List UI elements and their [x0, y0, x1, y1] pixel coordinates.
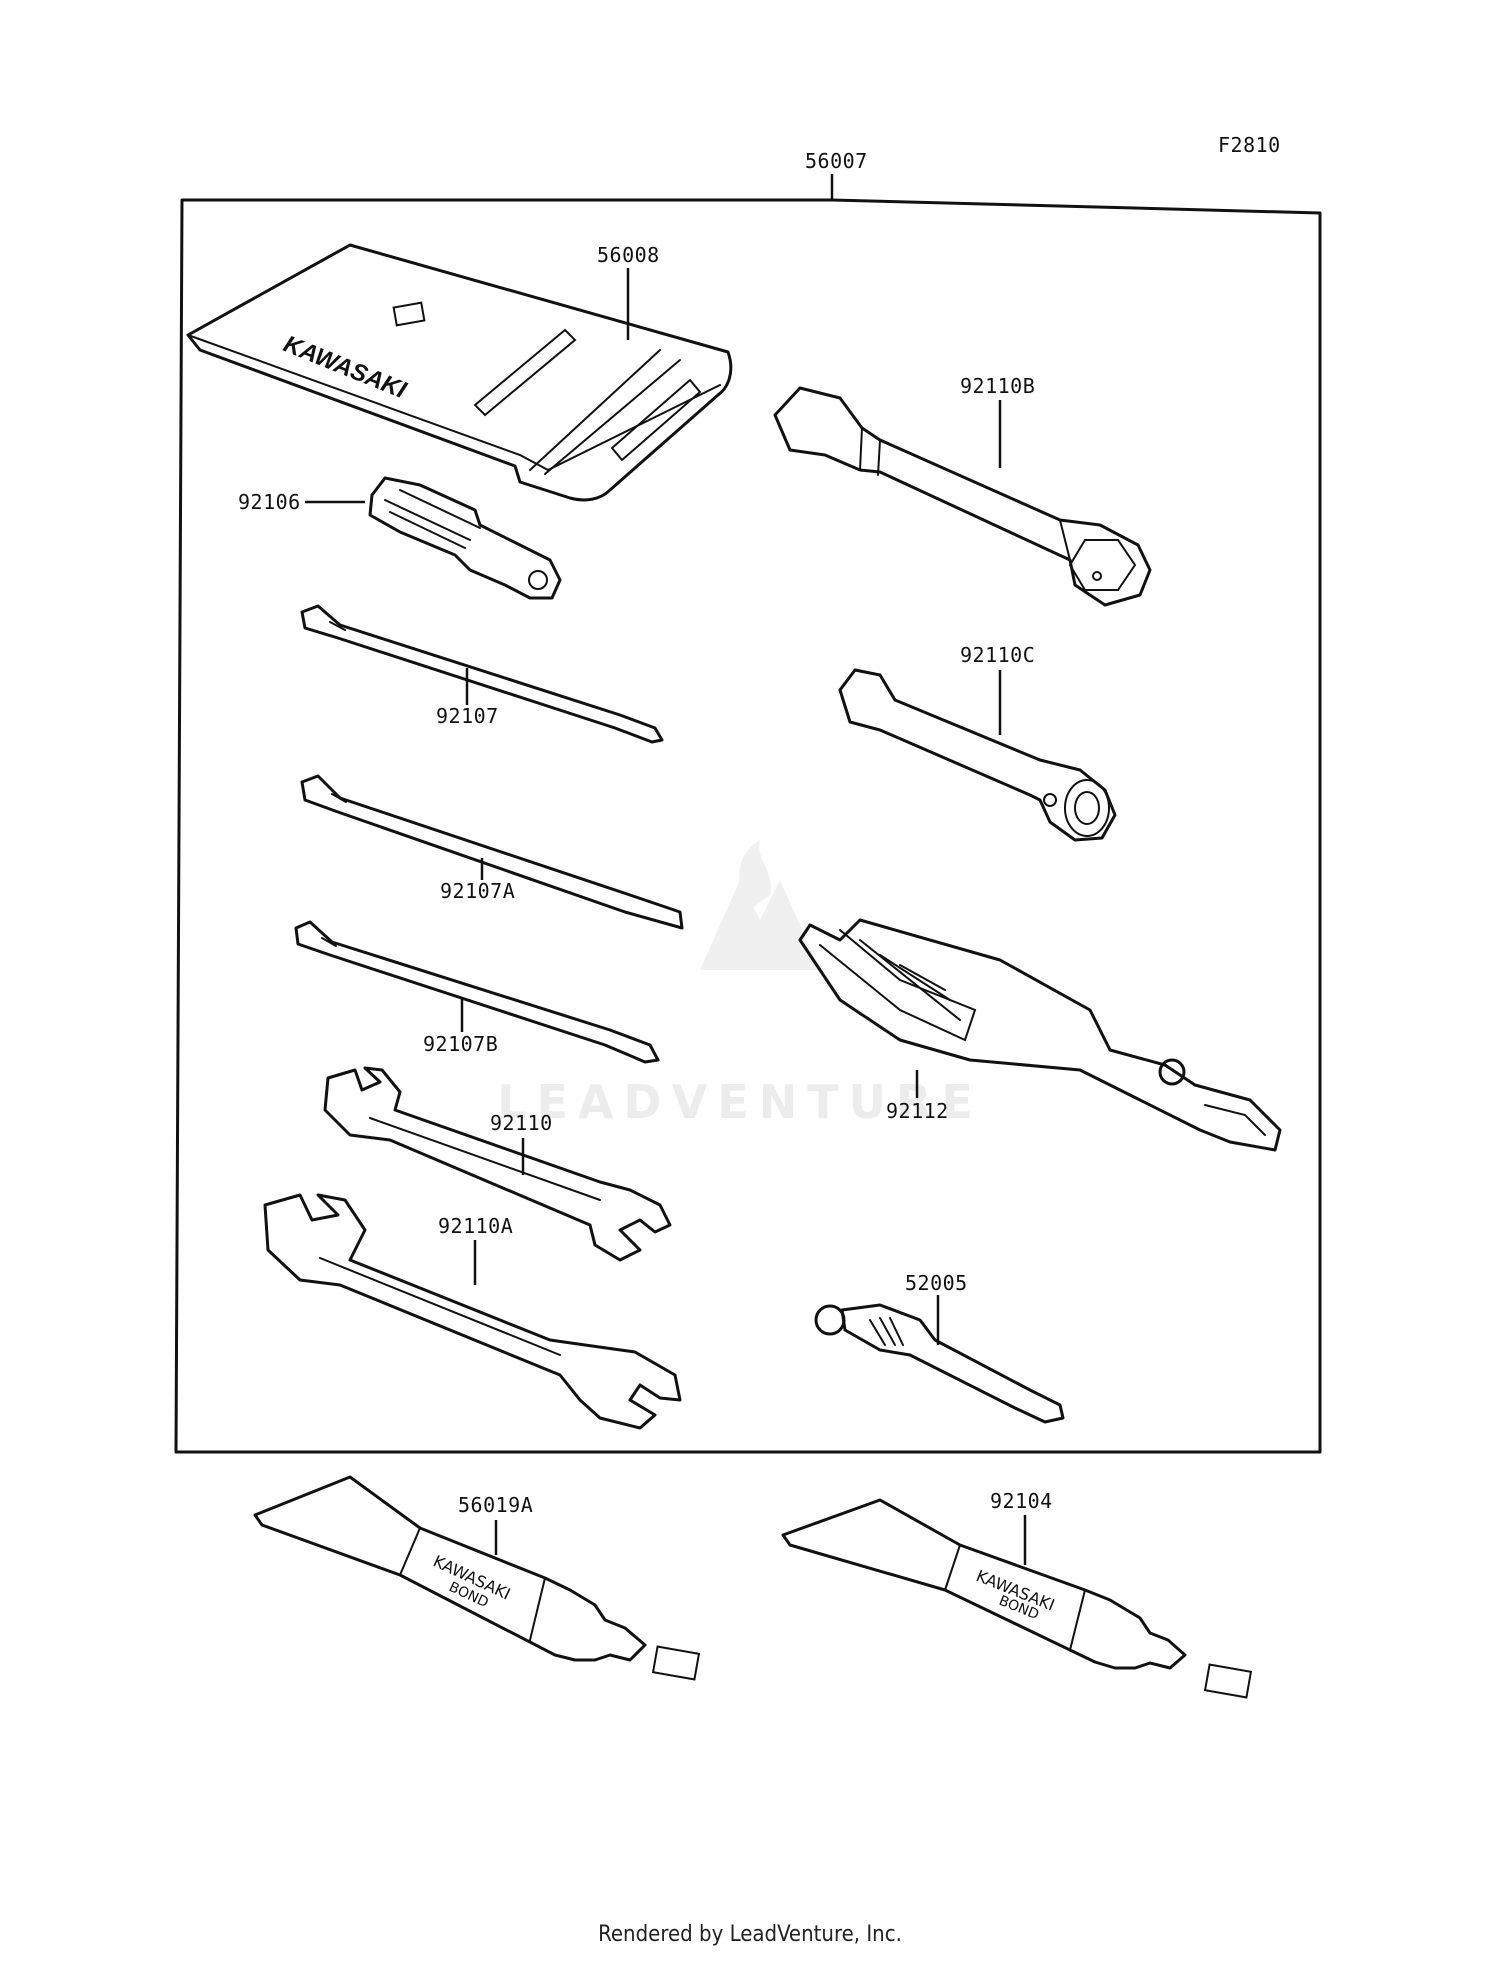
label-92107b: 92107B — [423, 1032, 498, 1056]
label-92107: 92107 — [436, 704, 499, 728]
screwdriver-92107b: 92107B — [294, 920, 660, 1064]
label-92110: 92110 — [490, 1111, 553, 1135]
label-56019a: 56019A — [458, 1493, 533, 1517]
label-92107a: 92107A — [440, 879, 515, 903]
pliers-92112: 92112 — [798, 918, 1282, 1152]
label-56008: 56008 — [597, 243, 660, 267]
box-wrench-92110c: 92110C — [838, 643, 1117, 842]
watermark-logo — [700, 840, 820, 970]
footer-credit: Rendered by LeadVenture, Inc. — [598, 1922, 902, 1947]
figure-code: F2810 — [1218, 133, 1281, 157]
label-92110b: 92110B — [960, 374, 1035, 398]
screwdriver-92107: 92107 — [300, 604, 664, 744]
label-52005: 52005 — [905, 1271, 968, 1295]
kit-frame: 56007 — [174, 149, 1322, 1454]
bond-tube-92104: KAWASAKI BOND 92104 — [781, 1489, 1253, 1699]
pouch-56008: KAWASAKI 56008 — [186, 243, 733, 502]
wrench-92110a: 92110A — [263, 1193, 682, 1430]
label-56007: 56007 — [805, 149, 868, 173]
bond-tube-56019a: KAWASAKI BOND 56019A — [253, 1475, 701, 1681]
watermark-text: LEADVENTURE — [497, 1075, 983, 1129]
label-92104: 92104 — [990, 1489, 1053, 1513]
label-92110c: 92110C — [960, 643, 1035, 667]
handle-92106: 92106 — [238, 476, 562, 600]
kawasaki-logo: KAWASAKI — [280, 331, 411, 405]
label-92106: 92106 — [238, 490, 301, 514]
tire-gauge-52005: 52005 — [814, 1271, 1065, 1424]
box-wrench-92110b: 92110B — [773, 374, 1152, 607]
screwdriver-92107a: 92107A — [300, 774, 684, 930]
label-92110a: 92110A — [438, 1214, 513, 1238]
wrench-92110: 92110 — [323, 1066, 672, 1262]
label-92112: 92112 — [886, 1099, 949, 1123]
